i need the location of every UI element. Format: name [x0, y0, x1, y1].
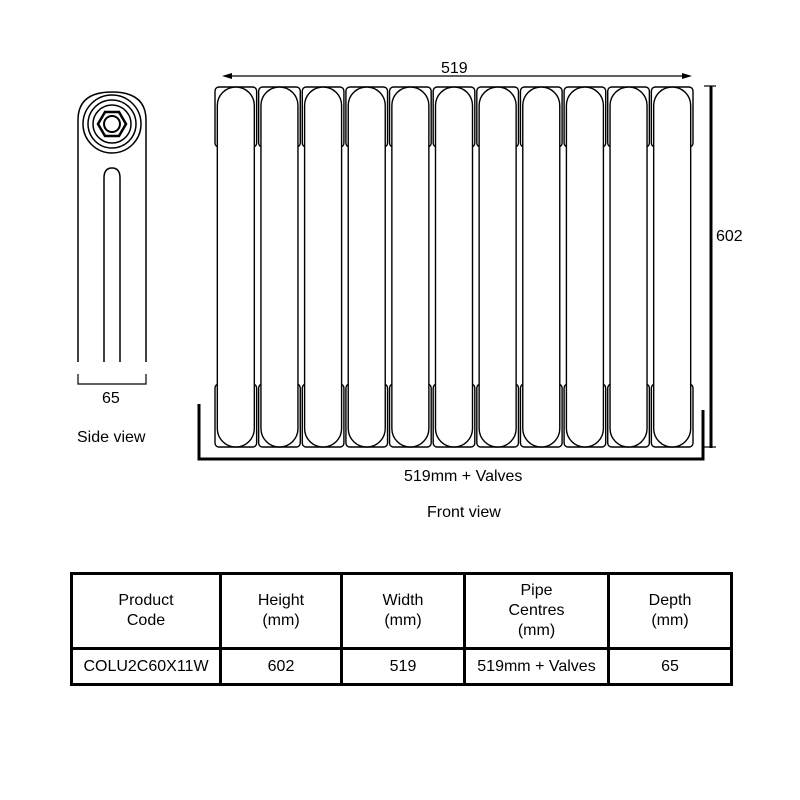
side-view-outline: [77, 91, 147, 362]
cell-pipe-centres: 519mm + Valves: [463, 647, 610, 686]
side-view-column-tube: [103, 167, 121, 362]
hex-nut-icon: [96, 110, 128, 138]
depth-dimension-label: 65: [102, 390, 120, 407]
radiator-column: [303, 86, 343, 448]
side-view-caption: Side view: [77, 429, 146, 446]
depth-dimension-bracket: [77, 374, 147, 385]
spec-table-header-row: Product Code Height (mm) Width (mm) Pipe…: [70, 572, 733, 650]
radiator-column: [652, 86, 692, 448]
width-dimension-label: 519: [441, 60, 468, 77]
front-view-caption: Front view: [427, 504, 501, 521]
radiator-column: [434, 86, 474, 448]
front-view-columns: [216, 86, 692, 448]
table-row: COLU2C60X11W 602 519 519mm + Valves 65: [70, 647, 733, 686]
side-view-drawing: [77, 91, 147, 362]
side-view-fitting-ring: [87, 99, 137, 149]
height-dimension-line: [704, 85, 716, 448]
spec-table: Product Code Height (mm) Width (mm) Pipe…: [70, 572, 733, 686]
radiator-column: [391, 86, 430, 448]
header-width: Width (mm): [340, 572, 466, 650]
height-dimension-label: 602: [716, 228, 743, 245]
pipe-centres-label: 519mm + Valves: [404, 468, 523, 485]
cell-product-code: COLU2C60X11W: [70, 647, 222, 686]
hex-nut-bore: [103, 115, 121, 133]
side-view-fitting-outer: [82, 94, 142, 154]
radiator-column: [216, 86, 256, 448]
width-dimension-arrow: [222, 73, 692, 79]
header-pipe-centres: Pipe Centres (mm): [463, 572, 610, 650]
radiator-column: [347, 86, 386, 448]
radiator-column: [478, 86, 517, 448]
header-depth: Depth (mm): [607, 572, 733, 650]
radiator-column: [565, 86, 605, 448]
radiator-technical-drawing: [77, 73, 716, 461]
header-height: Height (mm): [219, 572, 343, 650]
radiator-column: [260, 86, 299, 448]
radiator-column: [609, 86, 648, 448]
cell-depth: 65: [607, 647, 733, 686]
cell-height: 602: [219, 647, 343, 686]
cell-width: 519: [340, 647, 466, 686]
radiator-column: [522, 86, 561, 448]
side-view-fitting-ring-inner: [92, 104, 132, 144]
front-view-drawing: [214, 86, 694, 448]
pipe-centres-bracket: [197, 404, 705, 461]
header-product-code: Product Code: [70, 572, 222, 650]
